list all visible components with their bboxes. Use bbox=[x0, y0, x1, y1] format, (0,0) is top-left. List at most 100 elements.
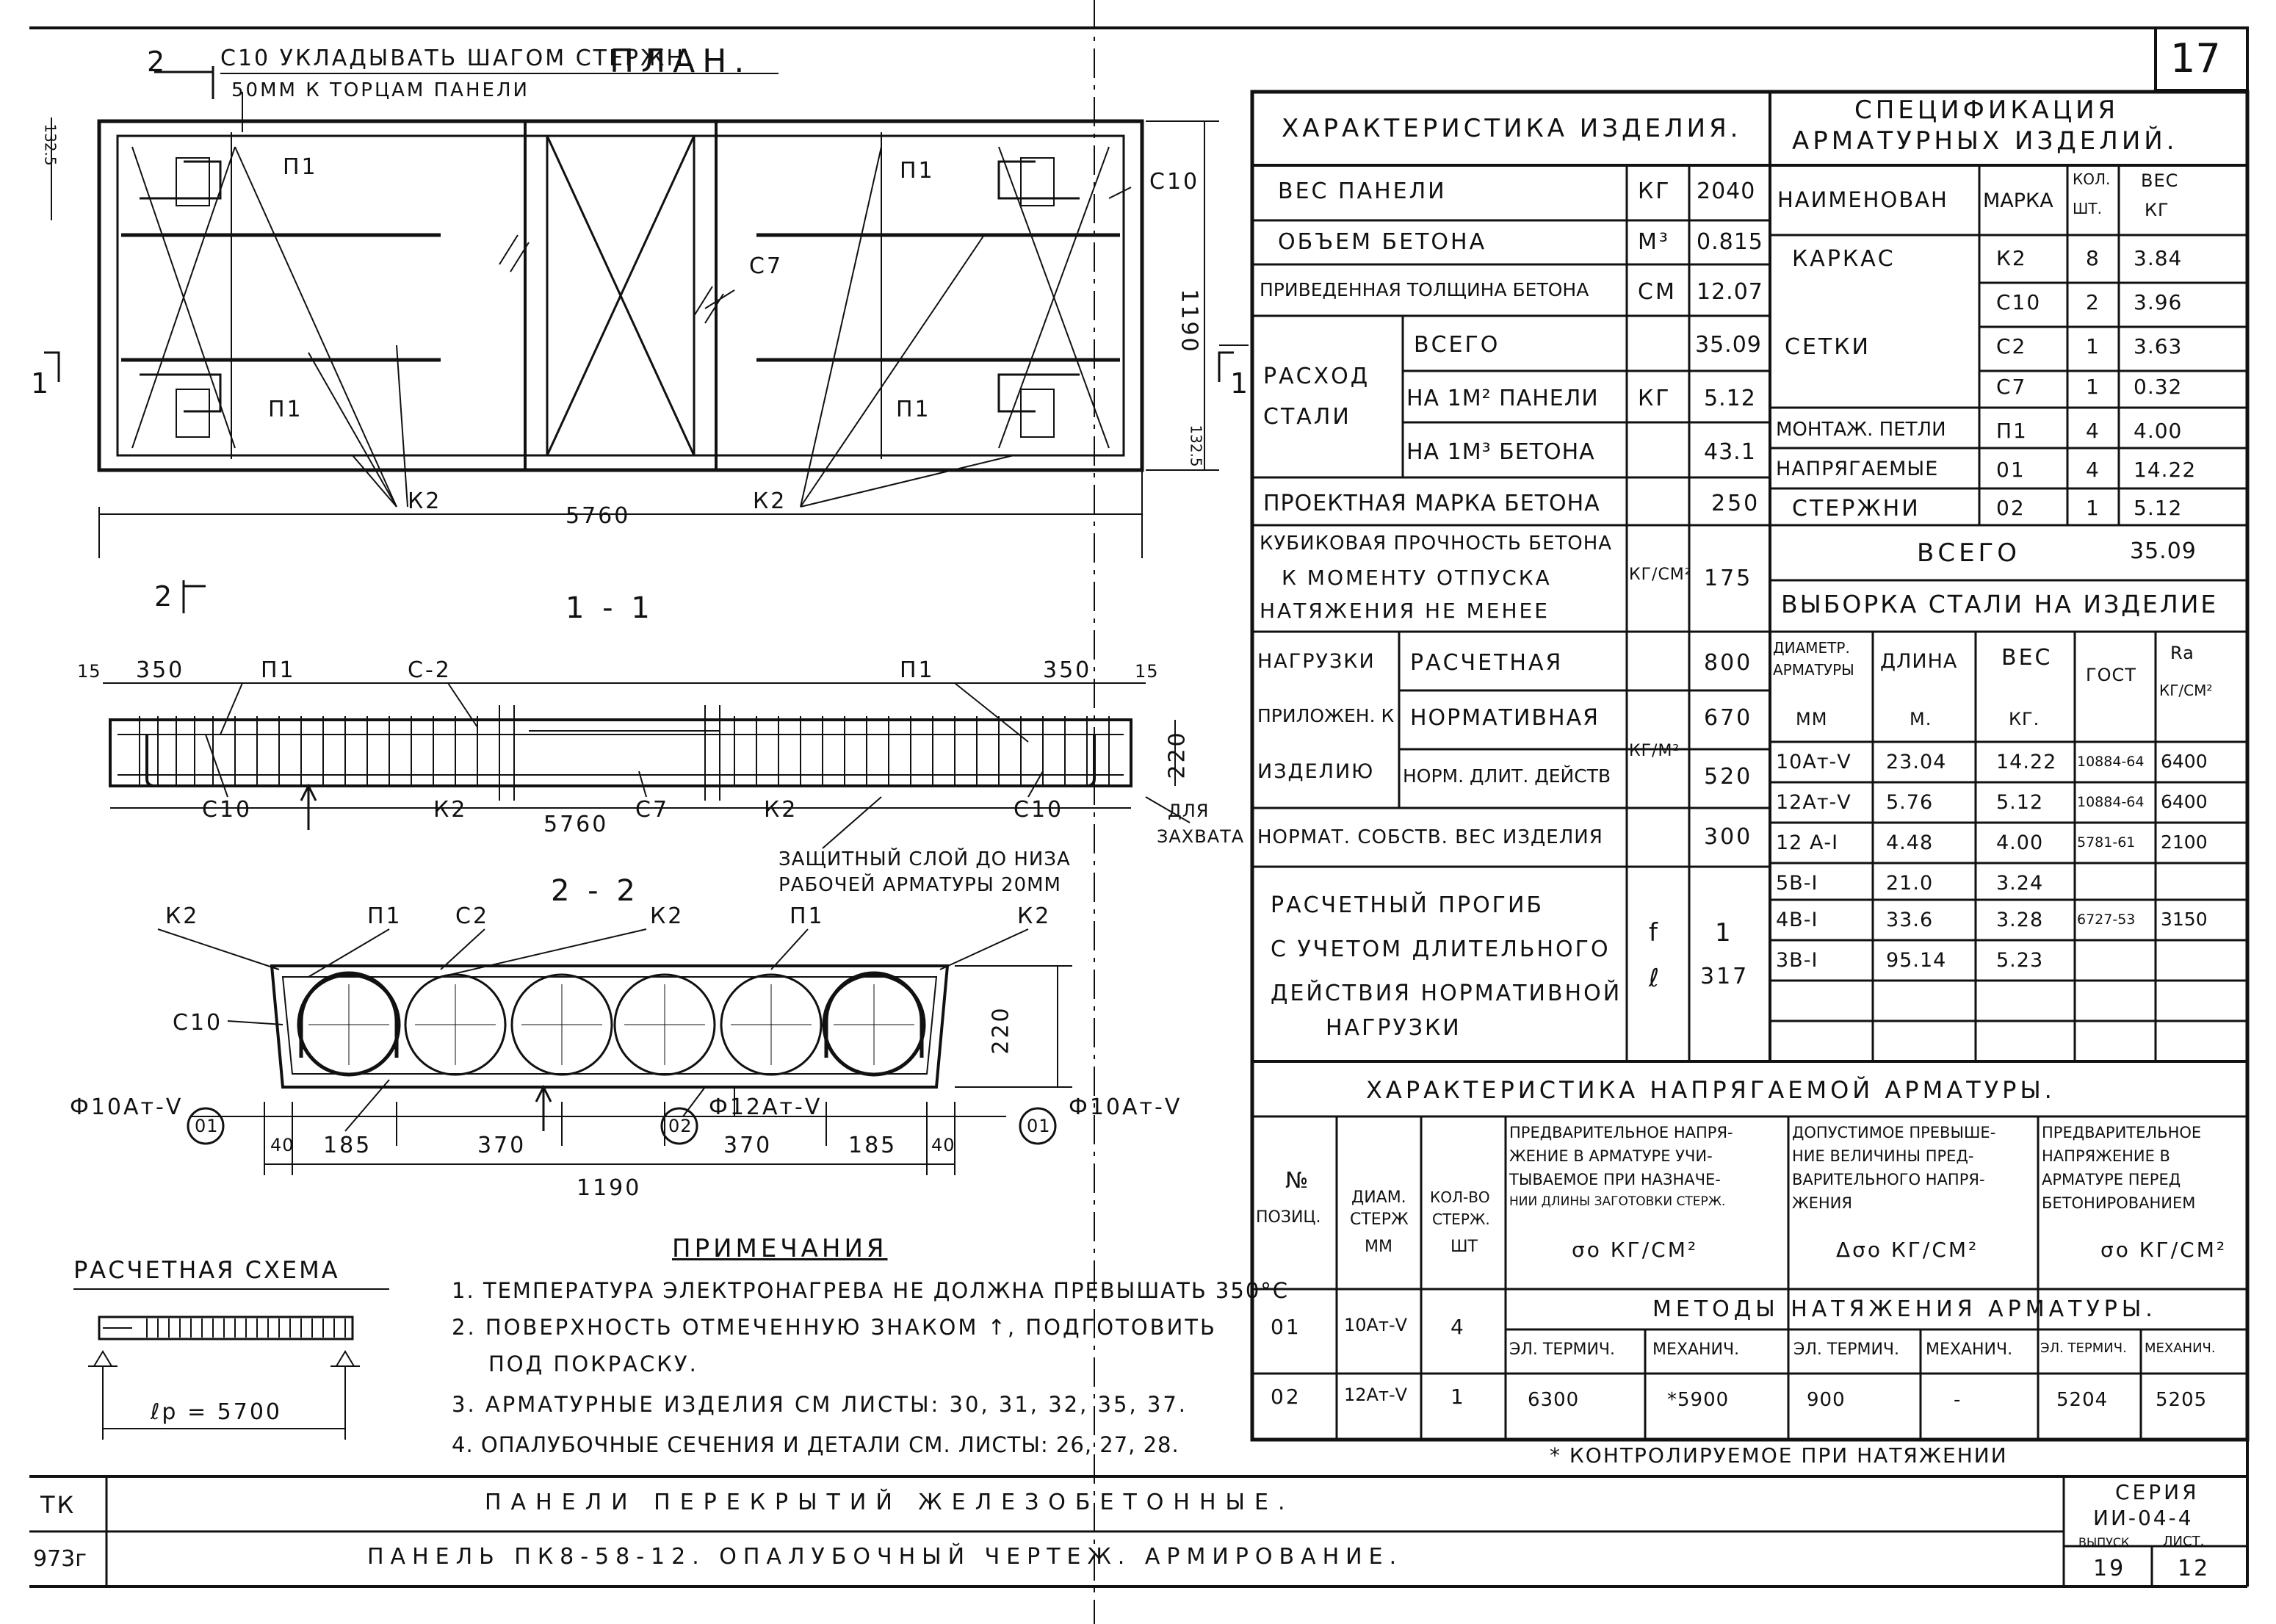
note-2-cont: ПОД ПОКРАСКУ. bbox=[488, 1351, 698, 1376]
sel-h-d2: АРМАТУРЫ bbox=[1773, 661, 1854, 679]
plan-dim-length: 5760 bbox=[566, 503, 631, 529]
tb-issue-label: ВЫПУСК bbox=[2078, 1535, 2130, 1549]
sel-row-diameter: 5В-I bbox=[1776, 872, 1818, 895]
sel-row-length: 4.48 bbox=[1886, 831, 1934, 854]
own-weight-name: НОРМАТ. СОБСТВ. ВЕС ИЗДЕЛИЯ bbox=[1257, 826, 1603, 848]
spec-row-mark: К2 bbox=[1996, 246, 2027, 270]
sel-row-gost: 10884-64 bbox=[2077, 794, 2145, 810]
section-1-1 bbox=[103, 682, 1191, 849]
sel-row-ra: 6400 bbox=[2161, 751, 2208, 772]
ps-h-dia-1: ДИАМ. bbox=[1351, 1188, 1406, 1207]
plan-label-k2-b: К2 bbox=[753, 488, 787, 514]
char-row-0-value: 2040 bbox=[1697, 178, 1756, 204]
sel-h-w-1: ВЕС bbox=[2001, 645, 2053, 671]
spec-group-nap-2: СТЕРЖНИ bbox=[1792, 496, 1921, 522]
steel-item-1-value: 5.12 bbox=[1704, 386, 1756, 411]
sheet-number: 17 bbox=[2170, 35, 2221, 82]
ps-h-pre-2: ТЫВАЕМОЕ ПРИ НАЗНАЧЕ- bbox=[1509, 1171, 1721, 1188]
ps-h-pre-3: НИИ ДЛИНЫ ЗАГОТОВКИ СТЕРЖ. bbox=[1509, 1194, 1726, 1209]
prestress-title: ХАРАКТЕРИСТИКА НАПРЯГАЕМОЙ АРМАТУРЫ. bbox=[1366, 1076, 2056, 1104]
s22-dim-40-left: 40 bbox=[270, 1135, 295, 1155]
ps-row-value: *5900 bbox=[1667, 1389, 1730, 1411]
s22-label-p1-b: П1 bbox=[790, 903, 825, 929]
note-1: 1. ТЕМПЕРАТУРА ЭЛЕКТРОНАГРЕВА НЕ ДОЛЖНА … bbox=[452, 1278, 1290, 1303]
prestress-footnote: * КОНТРОЛИРУЕМОЕ ПРИ НАТЯЖЕНИИ bbox=[1550, 1443, 2008, 1468]
ps-h-pos-2: ПОЗИЦ. bbox=[1256, 1208, 1321, 1227]
tables-grid bbox=[1250, 90, 2250, 1442]
tb-series-label: СЕРИЯ bbox=[2115, 1480, 2200, 1504]
s11-dim-length: 5760 bbox=[543, 812, 609, 837]
plan-label-k2-a: К2 bbox=[408, 488, 442, 514]
plan-label-p1-a: П1 bbox=[283, 154, 318, 180]
char-row-0-unit: КГ bbox=[1638, 178, 1672, 204]
char-title: ХАРАКТЕРИСТИКА ИЗДЕЛИЯ. bbox=[1282, 114, 1742, 143]
s22-mark-01-right: 01 bbox=[1027, 1116, 1051, 1136]
char-row-2-unit: СМ bbox=[1638, 279, 1677, 305]
spec-title-2: АРМАТУРНЫХ ИЗДЕЛИЙ. bbox=[1792, 126, 2178, 156]
char-row-2-name: ПРИВЕДЕННАЯ ТОЛЩИНА БЕТОНА bbox=[1260, 279, 1589, 300]
loads-unit: КГ/М² bbox=[1629, 742, 1680, 760]
note-2: 2. ПОВЕРХНОСТЬ ОТМЕЧЕННУЮ ЗНАКОМ ↑, ПОДГ… bbox=[452, 1315, 1217, 1340]
section-1-1-title: 1 - 1 bbox=[566, 591, 654, 625]
s22-bar-left: Ф10Ат-V bbox=[70, 1094, 184, 1120]
spec-row-mark: С2 bbox=[1996, 334, 2027, 358]
spec-h-w-2: КГ bbox=[2145, 200, 2170, 220]
tb-issue: 19 bbox=[2093, 1556, 2126, 1581]
sel-row-weight: 3.28 bbox=[1996, 909, 2044, 931]
title-block bbox=[29, 1475, 2247, 1588]
tb-list-label: ЛИСТ. bbox=[2163, 1534, 2205, 1549]
defl-f: f bbox=[1649, 918, 1660, 948]
section-mark-1-left: 1 bbox=[31, 367, 51, 400]
spec-row-qty: 4 bbox=[2086, 419, 2101, 443]
spec-row-qty: 2 bbox=[2086, 290, 2101, 314]
ps-h-bet-1: НАПРЯЖЕНИЕ В bbox=[2042, 1147, 2170, 1165]
s22-dim-185-right: 185 bbox=[848, 1133, 897, 1158]
scheme-span: ℓр = 5700 bbox=[151, 1399, 282, 1425]
s11-cover-note-1: ЗАЩИТНЫЙ СЛОЙ ДО НИЗА bbox=[778, 848, 1071, 870]
design-scheme bbox=[73, 1288, 389, 1440]
s22-label-k2-a: К2 bbox=[165, 903, 200, 929]
cube-unit: КГ/СМ² bbox=[1629, 566, 1692, 584]
ps-h-bet-0: ПРЕДВАРИТЕЛЬНОЕ bbox=[2042, 1124, 2202, 1141]
s11-label-k2: К2 bbox=[433, 797, 468, 823]
ps-row-dia: 12Ат-V bbox=[1344, 1385, 1408, 1405]
section-2-2-title: 2 - 2 bbox=[551, 874, 640, 908]
sel-h-d3: ММ bbox=[1796, 709, 1828, 729]
spec-row-mark: С10 bbox=[1996, 290, 2042, 314]
plan-dim-width: 1190 bbox=[1176, 289, 1202, 354]
char-row-2-value: 12.07 bbox=[1697, 279, 1763, 305]
steel-label-2: СТАЛИ bbox=[1263, 404, 1351, 430]
s11-grab-1: ДЛЯ bbox=[1168, 801, 1210, 821]
ps-h-methods: МЕТОДЫ НАТЯЖЕНИЯ АРМАТУРЫ. bbox=[1652, 1296, 2157, 1322]
sel-row-length: 21.0 bbox=[1886, 872, 1934, 895]
sel-row-length: 33.6 bbox=[1886, 909, 1934, 931]
plan-label-c10: С10 bbox=[1149, 169, 1200, 195]
ps-h-bet-3: БЕТОНИРОВАНИЕМ bbox=[2042, 1194, 2196, 1212]
loads-item-0-value: 800 bbox=[1704, 650, 1753, 676]
s22-mark-01-left: 01 bbox=[195, 1116, 219, 1136]
spec-h-name: НАИМЕНОВАН bbox=[1777, 187, 1948, 212]
ps-h-dop-4: Δσо КГ/СМ² bbox=[1836, 1238, 1979, 1262]
steel-item-0-value: 35.09 bbox=[1695, 332, 1762, 358]
steel-item-2-value: 43.1 bbox=[1704, 439, 1756, 465]
s11-label-c10b: С10 bbox=[1014, 797, 1064, 823]
spec-row-weight: 3.84 bbox=[2134, 246, 2183, 270]
spec-row-weight: 5.12 bbox=[2134, 496, 2183, 520]
defl-line-1: РАСЧЕТНЫЙ ПРОГИБ bbox=[1271, 892, 1544, 918]
ps-h-m-2: ЭЛ. ТЕРМИЧ. bbox=[1793, 1340, 1900, 1359]
sel-h-len-2: М. bbox=[1910, 709, 1932, 729]
plan-label-c7: С7 bbox=[749, 253, 784, 279]
s22-dim-40-right: 40 bbox=[931, 1135, 955, 1155]
cube-line-3: НАТЯЖЕНИЯ НЕ МЕНЕЕ bbox=[1260, 599, 1550, 623]
sel-row-length: 5.76 bbox=[1886, 791, 1934, 814]
spec-row-mark: 01 bbox=[1996, 458, 2026, 482]
spec-h-qty-2: ШТ. bbox=[2073, 200, 2102, 217]
sel-row-length: 23.04 bbox=[1886, 751, 1947, 773]
loads-line-2: ПРИЛОЖЕН. К bbox=[1257, 705, 1395, 726]
sel-row-weight: 5.23 bbox=[1996, 949, 2044, 972]
ps-h-dop-2: ВАРИТЕЛЬНОГО НАПРЯ- bbox=[1792, 1171, 1985, 1188]
ps-row-pos: 01 bbox=[1271, 1315, 1301, 1339]
spec-row-qty: 8 bbox=[2086, 246, 2101, 270]
s11-dim-15-right: 15 bbox=[1135, 661, 1159, 682]
